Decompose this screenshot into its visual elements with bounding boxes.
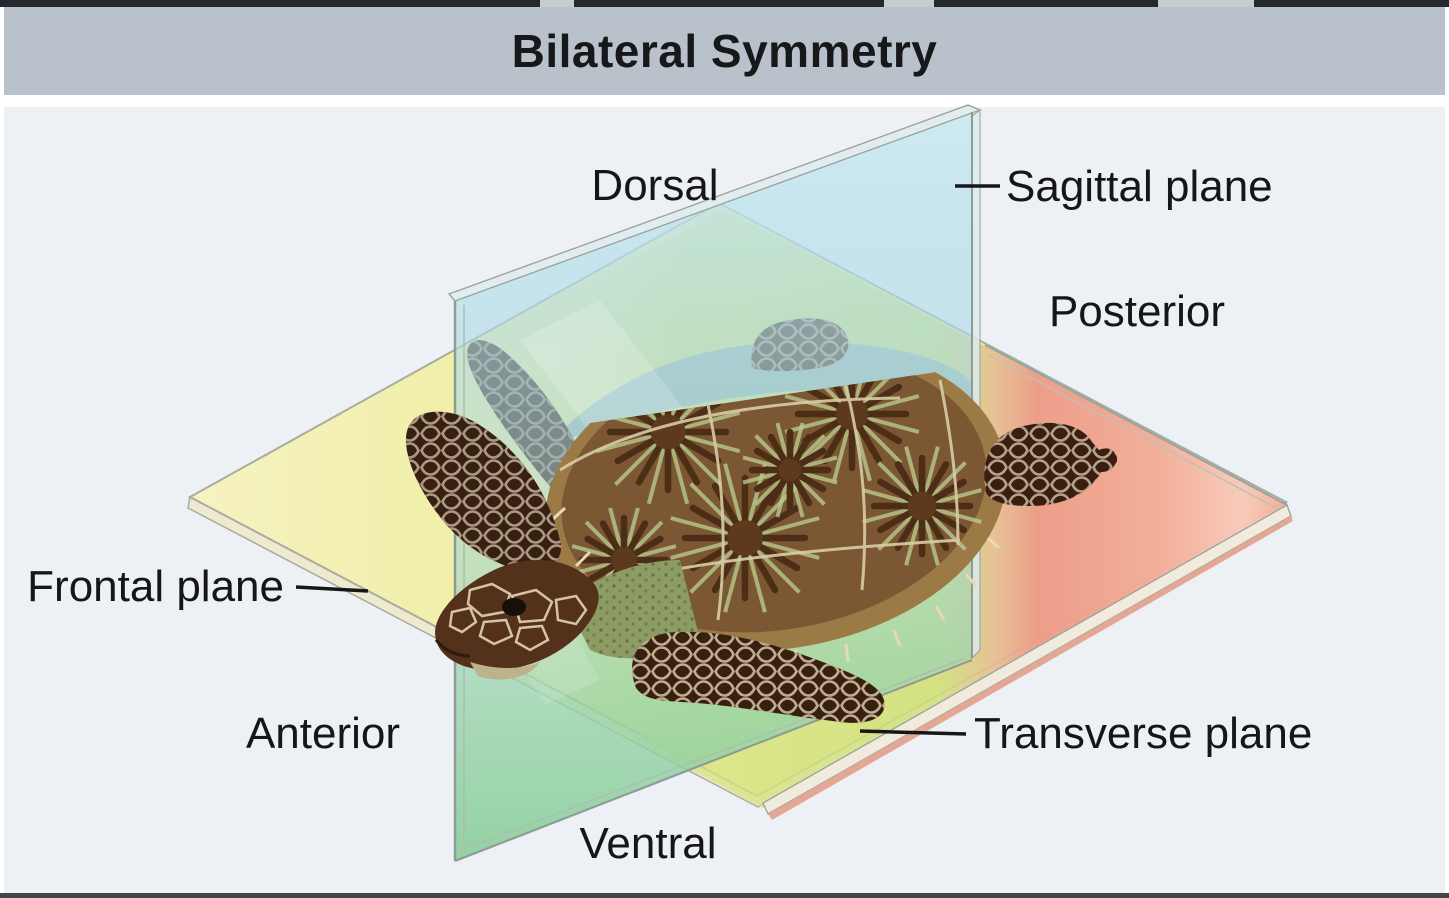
label-posterior: Posterior (1049, 287, 1225, 336)
top-edge-strip (0, 0, 1449, 7)
top-strip-notch (1158, 0, 1254, 7)
frontal-plane-leader-line (295, 585, 369, 593)
label-ventral: Ventral (580, 819, 717, 868)
head-scales (448, 582, 588, 652)
bottom-edge-strip (0, 893, 1449, 898)
turtle-eye (502, 598, 526, 616)
figure-title: Bilateral Symmetry (511, 25, 938, 77)
transverse-plane-leader-line (859, 729, 967, 736)
turtle-chin (470, 662, 540, 680)
label-sagittal-plane: Sagittal plane (1006, 162, 1273, 211)
turtle-head (434, 559, 599, 680)
label-frontal-plane: Frontal plane (27, 562, 284, 611)
label-transverse-plane: Transverse plane (974, 709, 1312, 758)
label-dorsal: Dorsal (591, 161, 718, 210)
title-bar: Bilateral Symmetry (4, 7, 1445, 95)
label-anterior: Anterior (246, 709, 400, 758)
turtle (405, 362, 1118, 723)
top-strip-notch (884, 0, 934, 7)
top-strip-notch (540, 0, 574, 7)
